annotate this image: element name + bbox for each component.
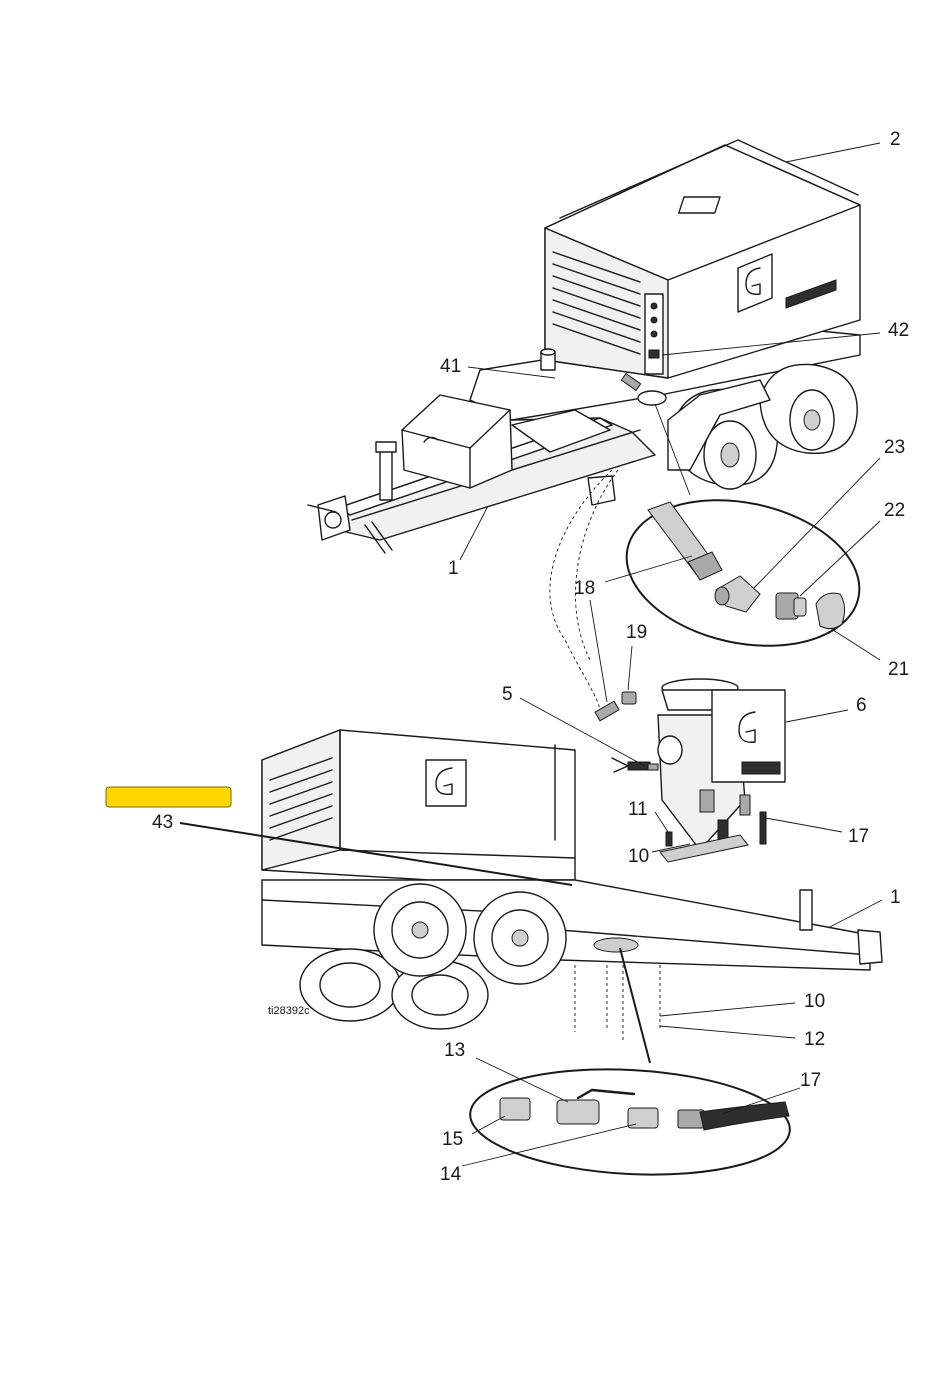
callout-10-mid: 10 — [628, 846, 649, 867]
callout-1-top: 1 — [448, 558, 459, 579]
top-detail-ellipse — [613, 480, 873, 666]
top-toolbox — [402, 395, 512, 488]
callout-15: 15 — [442, 1129, 463, 1150]
callout-12: 12 — [804, 1029, 825, 1050]
callout-17-mid: 17 — [848, 826, 869, 847]
callout-43: 43 — [152, 812, 173, 833]
part-21-elbow — [816, 593, 845, 628]
figure-id: ti28392c — [268, 1005, 310, 1017]
highlight-bar — [106, 787, 231, 807]
callout-10-low: 10 — [804, 991, 825, 1012]
part-13-ball-valve — [557, 1100, 599, 1124]
part-19-fitting — [622, 692, 636, 704]
callout-23: 23 — [884, 437, 905, 458]
bottom-detail-parts — [500, 1090, 789, 1130]
callout-6: 6 — [856, 695, 867, 716]
blast-pot-assembly — [595, 679, 785, 862]
callout-22: 22 — [884, 500, 905, 521]
callout-2: 2 — [890, 129, 901, 150]
callout-18: 18 — [574, 578, 595, 599]
part-18-fitting — [595, 701, 619, 721]
top-detail-parts — [648, 502, 845, 629]
callout-42: 42 — [888, 320, 909, 341]
callout-14: 14 — [440, 1164, 462, 1185]
bottom-graco-logo — [426, 760, 466, 806]
callout-41: 41 — [440, 356, 461, 377]
callout-1-bottom: 1 — [890, 887, 901, 908]
callout-11: 11 — [628, 799, 648, 820]
callout-5: 5 — [502, 684, 513, 705]
callout-21: 21 — [888, 659, 909, 680]
top-trailer-assembly — [308, 140, 860, 553]
callout-17-low: 17 — [800, 1070, 821, 1091]
callout-13: 13 — [444, 1040, 465, 1061]
callout-19: 19 — [626, 622, 647, 643]
